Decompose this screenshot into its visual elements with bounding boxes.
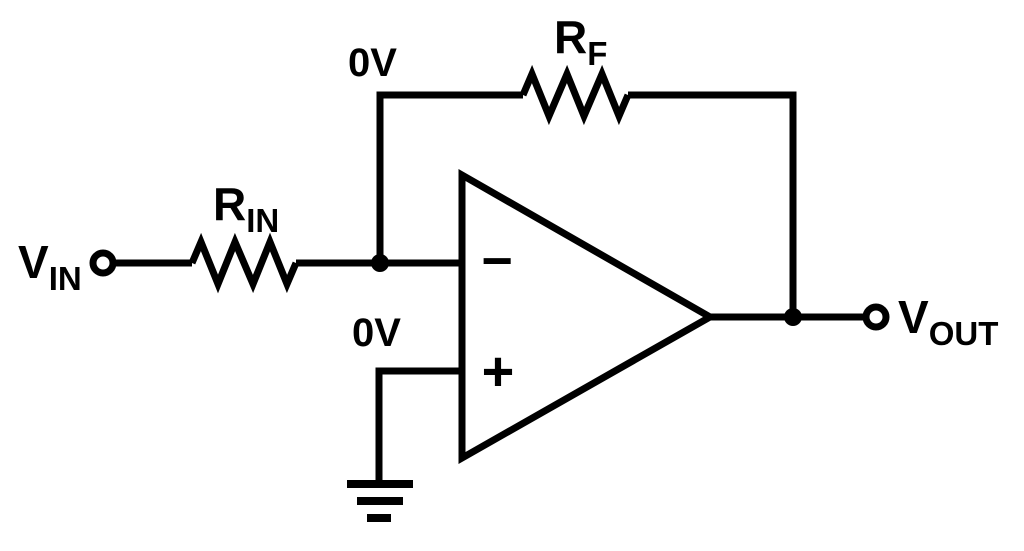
- rin-label-base: R: [213, 178, 246, 230]
- virtual-ground-plus-label: 0V: [352, 311, 401, 355]
- wire-noninverting-ground: [375, 367, 462, 484]
- vin-label: VIN: [18, 236, 82, 297]
- vout-label-base: V: [898, 291, 929, 343]
- rin-label: RIN: [213, 178, 279, 239]
- vin-terminal-icon: [89, 249, 117, 277]
- virtual-ground-top-label: 0V: [348, 41, 397, 85]
- opamp-plus-symbol: +: [482, 340, 515, 403]
- rin-resistor-icon: [188, 232, 300, 294]
- wire-feedback-left: [376, 91, 523, 263]
- opamp-minus-symbol: −: [481, 231, 513, 291]
- rf-label: RF: [554, 11, 607, 72]
- wire-feedback-right: [628, 91, 797, 317]
- junction-dot-inverting-node: [371, 254, 389, 272]
- vout-terminal-icon: [862, 303, 890, 331]
- rf-label-subscript: F: [587, 35, 607, 72]
- junction-layer: [371, 254, 802, 326]
- opamp-body: [458, 168, 718, 465]
- ground-icon: [347, 480, 413, 522]
- rf-resistor-icon: [519, 64, 632, 126]
- vout-label: VOUT: [898, 291, 998, 352]
- vin-label-subscript: IN: [49, 260, 82, 297]
- wire-layer: [89, 64, 890, 522]
- label-layer: VIN RIN RF VOUT 0V 0V − +: [18, 11, 998, 403]
- junction-dot-output-node: [784, 308, 802, 326]
- vin-label-base: V: [18, 236, 49, 288]
- rin-label-subscript: IN: [246, 202, 279, 239]
- vout-label-subscript: OUT: [929, 315, 999, 352]
- rf-label-base: R: [554, 11, 587, 63]
